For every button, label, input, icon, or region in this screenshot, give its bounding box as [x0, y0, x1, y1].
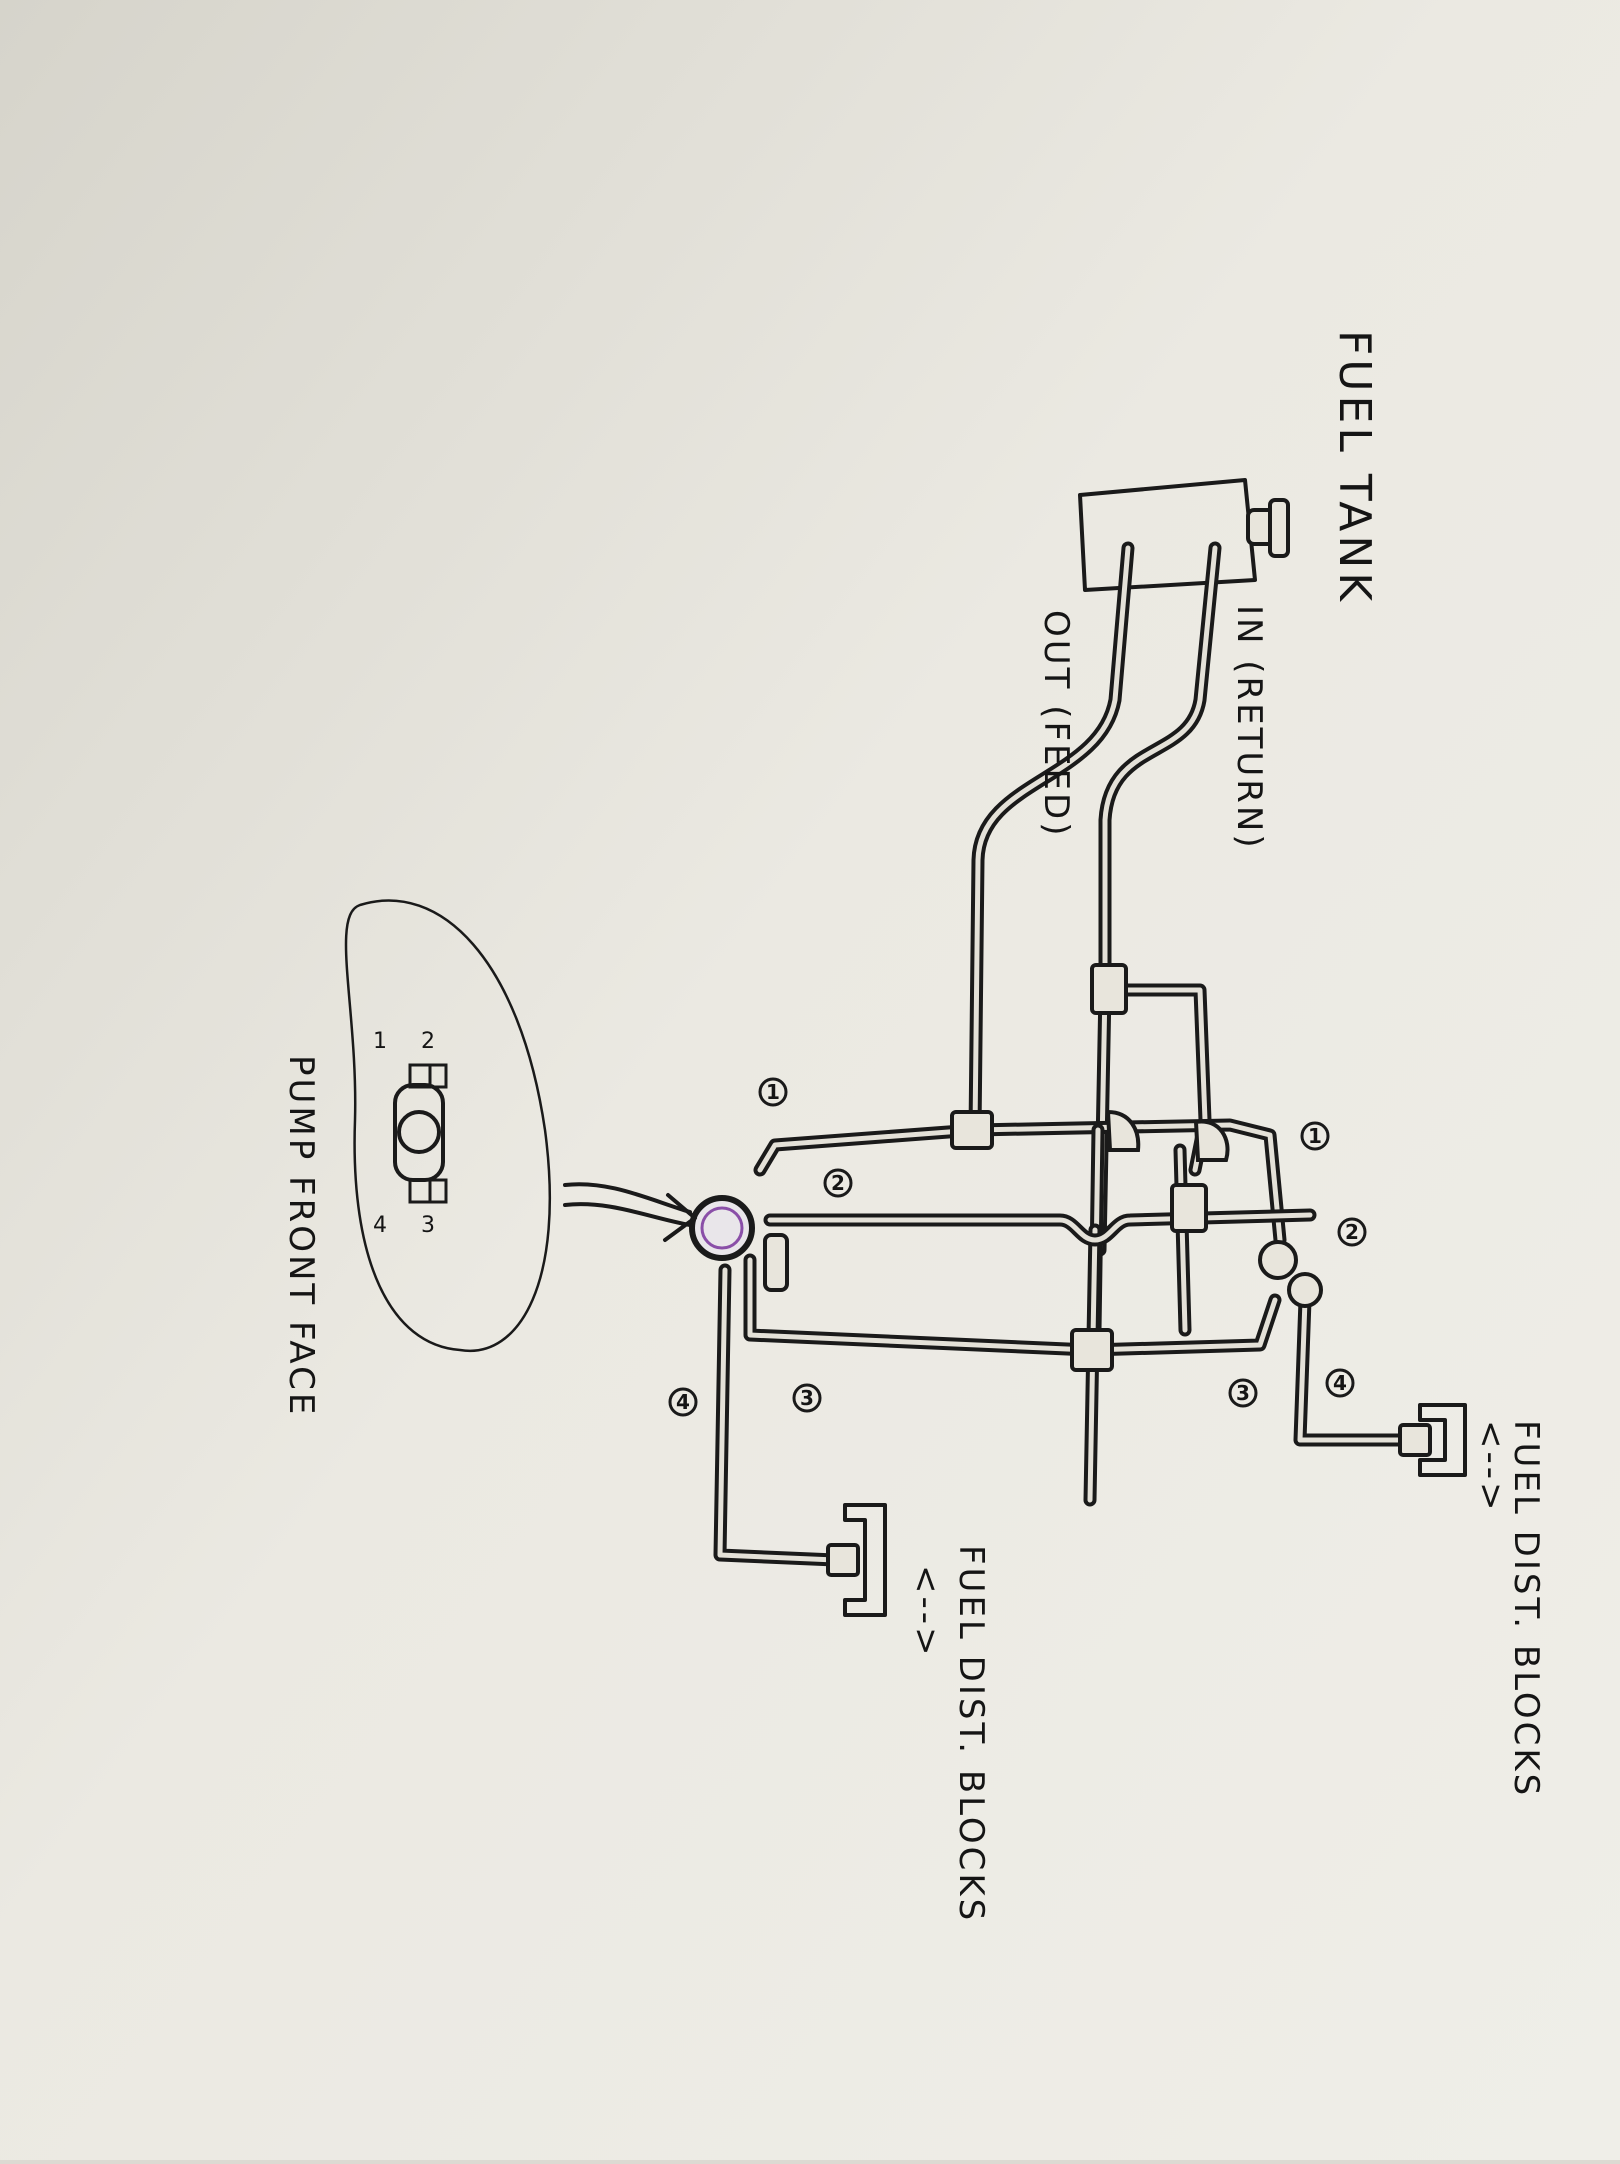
- port-right-2-number: 2: [1345, 1220, 1359, 1244]
- return-tee-fitting: [1090, 963, 1128, 1015]
- in-return-label-group: IN (RETURN): [1229, 605, 1269, 851]
- left-pump-fitting: [763, 1233, 789, 1292]
- dist-block-bottom-body: [843, 1503, 887, 1617]
- dist-blocks-top-arrow: <-->: [1471, 1420, 1511, 1514]
- right-tee-fitting: [1170, 1183, 1208, 1233]
- fuel-dist-block-bottom: [826, 1503, 887, 1617]
- right-tie-core: [1177, 1147, 1188, 1333]
- elbow-fitting-a: [1105, 1109, 1141, 1152]
- pump-face-number-1: 1: [373, 1029, 387, 1054]
- port-left-1: 1: [758, 1077, 788, 1107]
- port-numbers: 1 2 3 4 1 2 3 4: [668, 1077, 1367, 1417]
- out-feed-label: OUT (FEED): [1036, 610, 1076, 838]
- pump-face-sketch: 2 1 3 4: [373, 1029, 448, 1238]
- port-left-4-number: 4: [676, 1390, 690, 1414]
- port-left-2: 2: [823, 1168, 853, 1198]
- dist-blocks-top-arrow-group: <-->: [1471, 1420, 1511, 1514]
- dist-blocks-bottom-arrow-group: <-->: [906, 1565, 946, 1659]
- feed-tee-fitting: [950, 1110, 994, 1150]
- fuel-tank-label-group: FUEL TANK: [1329, 330, 1380, 605]
- feed-return-lines: [968, 541, 1222, 1257]
- dist-block-bottom-port: [826, 1543, 860, 1577]
- left-line-4-core: [717, 1267, 838, 1563]
- right-pump-fitting: [1258, 1240, 1298, 1280]
- port-left-3: 3: [792, 1383, 822, 1413]
- port-left-4: 4: [668, 1387, 698, 1417]
- feed-line-core: [972, 545, 1131, 1133]
- port-right-1-number: 1: [1308, 1124, 1322, 1148]
- fuel-tank: [1078, 478, 1290, 592]
- pump-pointer-arrow-head: [663, 1193, 697, 1242]
- return-line-core: [1097, 545, 1218, 1253]
- tank-cap: [1268, 498, 1290, 558]
- port-right-3-number: 3: [1236, 1381, 1250, 1405]
- port-right-4-number: 4: [1333, 1371, 1347, 1395]
- dist-blocks-top-label: FUEL DIST. BLOCKS: [1506, 1420, 1546, 1798]
- bottom-tee-fitting: [1070, 1328, 1114, 1372]
- out-feed-label-group: OUT (FEED): [1036, 610, 1076, 838]
- manifold-plumbing: [713, 963, 1417, 1567]
- port-left-2-number: 2: [831, 1171, 845, 1195]
- pump-front-face-label: PUMP FRONT FACE: [281, 1055, 321, 1417]
- pump-face-number-3: 3: [421, 1213, 435, 1238]
- right-pump-fitting-b: [1287, 1272, 1323, 1308]
- port-left-1-number: 1: [766, 1080, 780, 1104]
- port-right-2: 2: [1337, 1217, 1367, 1247]
- dist-block-top-body: [1418, 1403, 1467, 1477]
- crossbar-2-core: [767, 1212, 1313, 1243]
- pump-face-number-2: 2: [421, 1029, 435, 1054]
- pump-front-face-label-group: PUMP FRONT FACE: [281, 1055, 321, 1417]
- pump-highlight: [700, 1206, 744, 1250]
- callout-ellipse: [344, 899, 552, 1353]
- pump-face-number-4: 4: [373, 1213, 387, 1238]
- port-left-3-number: 3: [800, 1386, 814, 1410]
- tank-body: [1078, 478, 1257, 592]
- port-right-3: 3: [1228, 1378, 1258, 1408]
- fuel-tank-label: FUEL TANK: [1329, 330, 1380, 605]
- fuel-pump: [563, 1182, 755, 1261]
- dist-block-top-port: [1398, 1423, 1432, 1457]
- dist-blocks-bottom-label: FUEL DIST. BLOCKS: [951, 1545, 991, 1923]
- left-rail-1-core: [757, 1127, 978, 1173]
- port-right-4: 4: [1325, 1368, 1355, 1398]
- pump-pointer-arrow-shaft: [563, 1182, 692, 1214]
- port-right-1: 1: [1300, 1121, 1330, 1151]
- right-line-4-core: [1297, 1297, 1413, 1443]
- dist-blocks-top-label-group: FUEL DIST. BLOCKS: [1506, 1420, 1546, 1798]
- in-return-label: IN (RETURN): [1229, 605, 1269, 851]
- pump-pointer-arrow-shaft-b: [563, 1202, 692, 1227]
- dist-blocks-bottom-label-group: FUEL DIST. BLOCKS: [951, 1545, 991, 1923]
- pump-front-face-callout: 2 1 3 4: [344, 899, 552, 1353]
- dist-blocks-bottom-arrow: <-->: [906, 1565, 946, 1659]
- elbow-fitting-b: [1193, 1119, 1230, 1162]
- fuel-dist-block-top: [1398, 1403, 1467, 1477]
